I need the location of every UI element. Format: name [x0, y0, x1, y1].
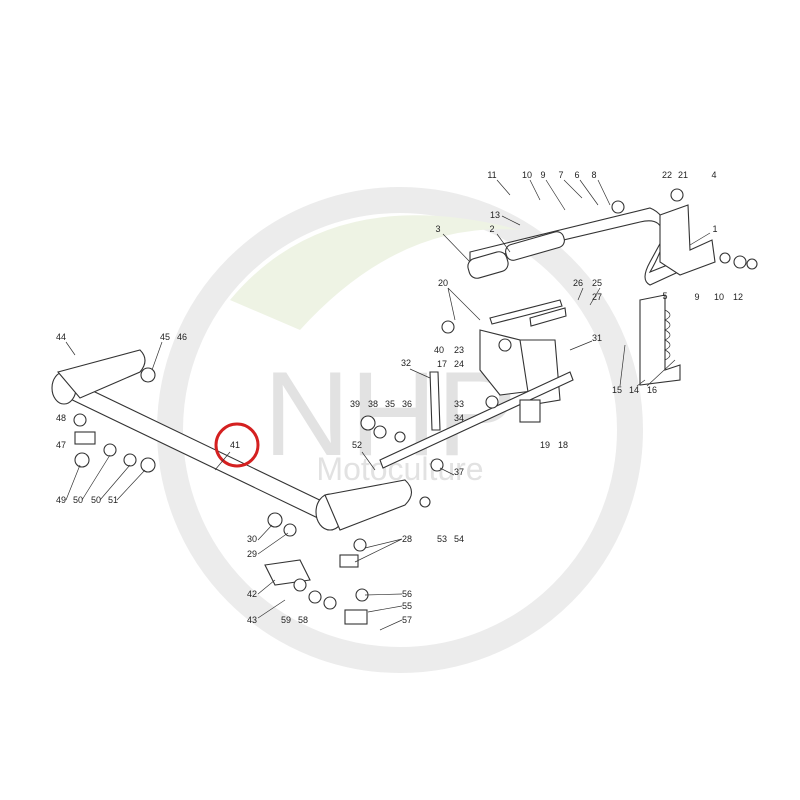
- callout[interactable]: 44: [56, 332, 66, 342]
- callout-labels: 11 10 9 7 6 8 22 21 4 13 2 3 1 20 26 25 …: [56, 170, 743, 625]
- callout[interactable]: 29: [247, 549, 257, 559]
- callout[interactable]: 15: [612, 385, 622, 395]
- callout[interactable]: 7: [558, 170, 563, 180]
- callout-highlighted[interactable]: 41: [230, 440, 240, 450]
- callout[interactable]: 58: [298, 615, 308, 625]
- callout[interactable]: 35: [385, 399, 395, 409]
- upper-frame: [467, 204, 716, 406]
- callout[interactable]: 47: [56, 440, 66, 450]
- callout[interactable]: 10: [522, 170, 532, 180]
- hardware: [73, 188, 758, 625]
- callout[interactable]: 4: [711, 170, 716, 180]
- callout[interactable]: 55: [402, 601, 412, 611]
- callout[interactable]: 39: [350, 399, 360, 409]
- callout[interactable]: 18: [558, 440, 568, 450]
- callout[interactable]: 5: [662, 291, 667, 301]
- callout[interactable]: 25: [592, 278, 602, 288]
- watermark: NHP Motoculture: [157, 187, 643, 673]
- callout[interactable]: 10: [714, 292, 724, 302]
- callout[interactable]: 9: [694, 292, 699, 302]
- callout[interactable]: 34: [454, 413, 464, 423]
- callout[interactable]: 12: [733, 292, 743, 302]
- callout[interactable]: 32: [401, 358, 411, 368]
- callout[interactable]: 1: [712, 224, 717, 234]
- callout[interactable]: 21: [678, 170, 688, 180]
- callout[interactable]: 16: [647, 385, 657, 395]
- callout[interactable]: 2: [489, 224, 494, 234]
- callout[interactable]: 30: [247, 534, 257, 544]
- callout[interactable]: 26: [573, 278, 583, 288]
- callout[interactable]: 13: [490, 210, 500, 220]
- callout[interactable]: 8: [591, 170, 596, 180]
- callout[interactable]: 9: [540, 170, 545, 180]
- callout[interactable]: 37: [454, 467, 464, 477]
- callout[interactable]: 46: [177, 332, 187, 342]
- callout[interactable]: 14: [629, 385, 639, 395]
- callout[interactable]: 22: [662, 170, 672, 180]
- callout[interactable]: 28: [402, 534, 412, 544]
- linkage-rod: [379, 371, 574, 469]
- callout[interactable]: 24: [454, 359, 464, 369]
- callout[interactable]: 42: [247, 589, 257, 599]
- callout[interactable]: 45: [160, 332, 170, 342]
- callout[interactable]: 31: [592, 333, 602, 343]
- callout[interactable]: 36: [402, 399, 412, 409]
- callout[interactable]: 49: [56, 495, 66, 505]
- callout[interactable]: 48: [56, 413, 66, 423]
- callout[interactable]: 3: [435, 224, 440, 234]
- callout[interactable]: 59: [281, 615, 291, 625]
- callout[interactable]: 33: [454, 399, 464, 409]
- callout[interactable]: 56: [402, 589, 412, 599]
- callout[interactable]: 11: [487, 170, 496, 180]
- callout[interactable]: 40: [434, 345, 444, 355]
- callout[interactable]: 51: [108, 495, 118, 505]
- leader-lines: [65, 179, 711, 631]
- callout[interactable]: 54: [454, 534, 464, 544]
- callout[interactable]: 23: [454, 345, 464, 355]
- callout[interactable]: 17: [437, 359, 447, 369]
- callout[interactable]: 53: [437, 534, 447, 544]
- callout[interactable]: 50: [91, 495, 101, 505]
- callout[interactable]: 57: [402, 615, 412, 625]
- main-shaft: [51, 349, 413, 586]
- callout[interactable]: 52: [352, 440, 362, 450]
- callout[interactable]: 6: [574, 170, 579, 180]
- callout[interactable]: 38: [368, 399, 378, 409]
- callout[interactable]: 20: [438, 278, 448, 288]
- callout[interactable]: 43: [247, 615, 257, 625]
- highlight-circle: [214, 422, 260, 468]
- callout[interactable]: 50: [73, 495, 83, 505]
- callout[interactable]: 27: [592, 292, 602, 302]
- callout[interactable]: 19: [540, 440, 550, 450]
